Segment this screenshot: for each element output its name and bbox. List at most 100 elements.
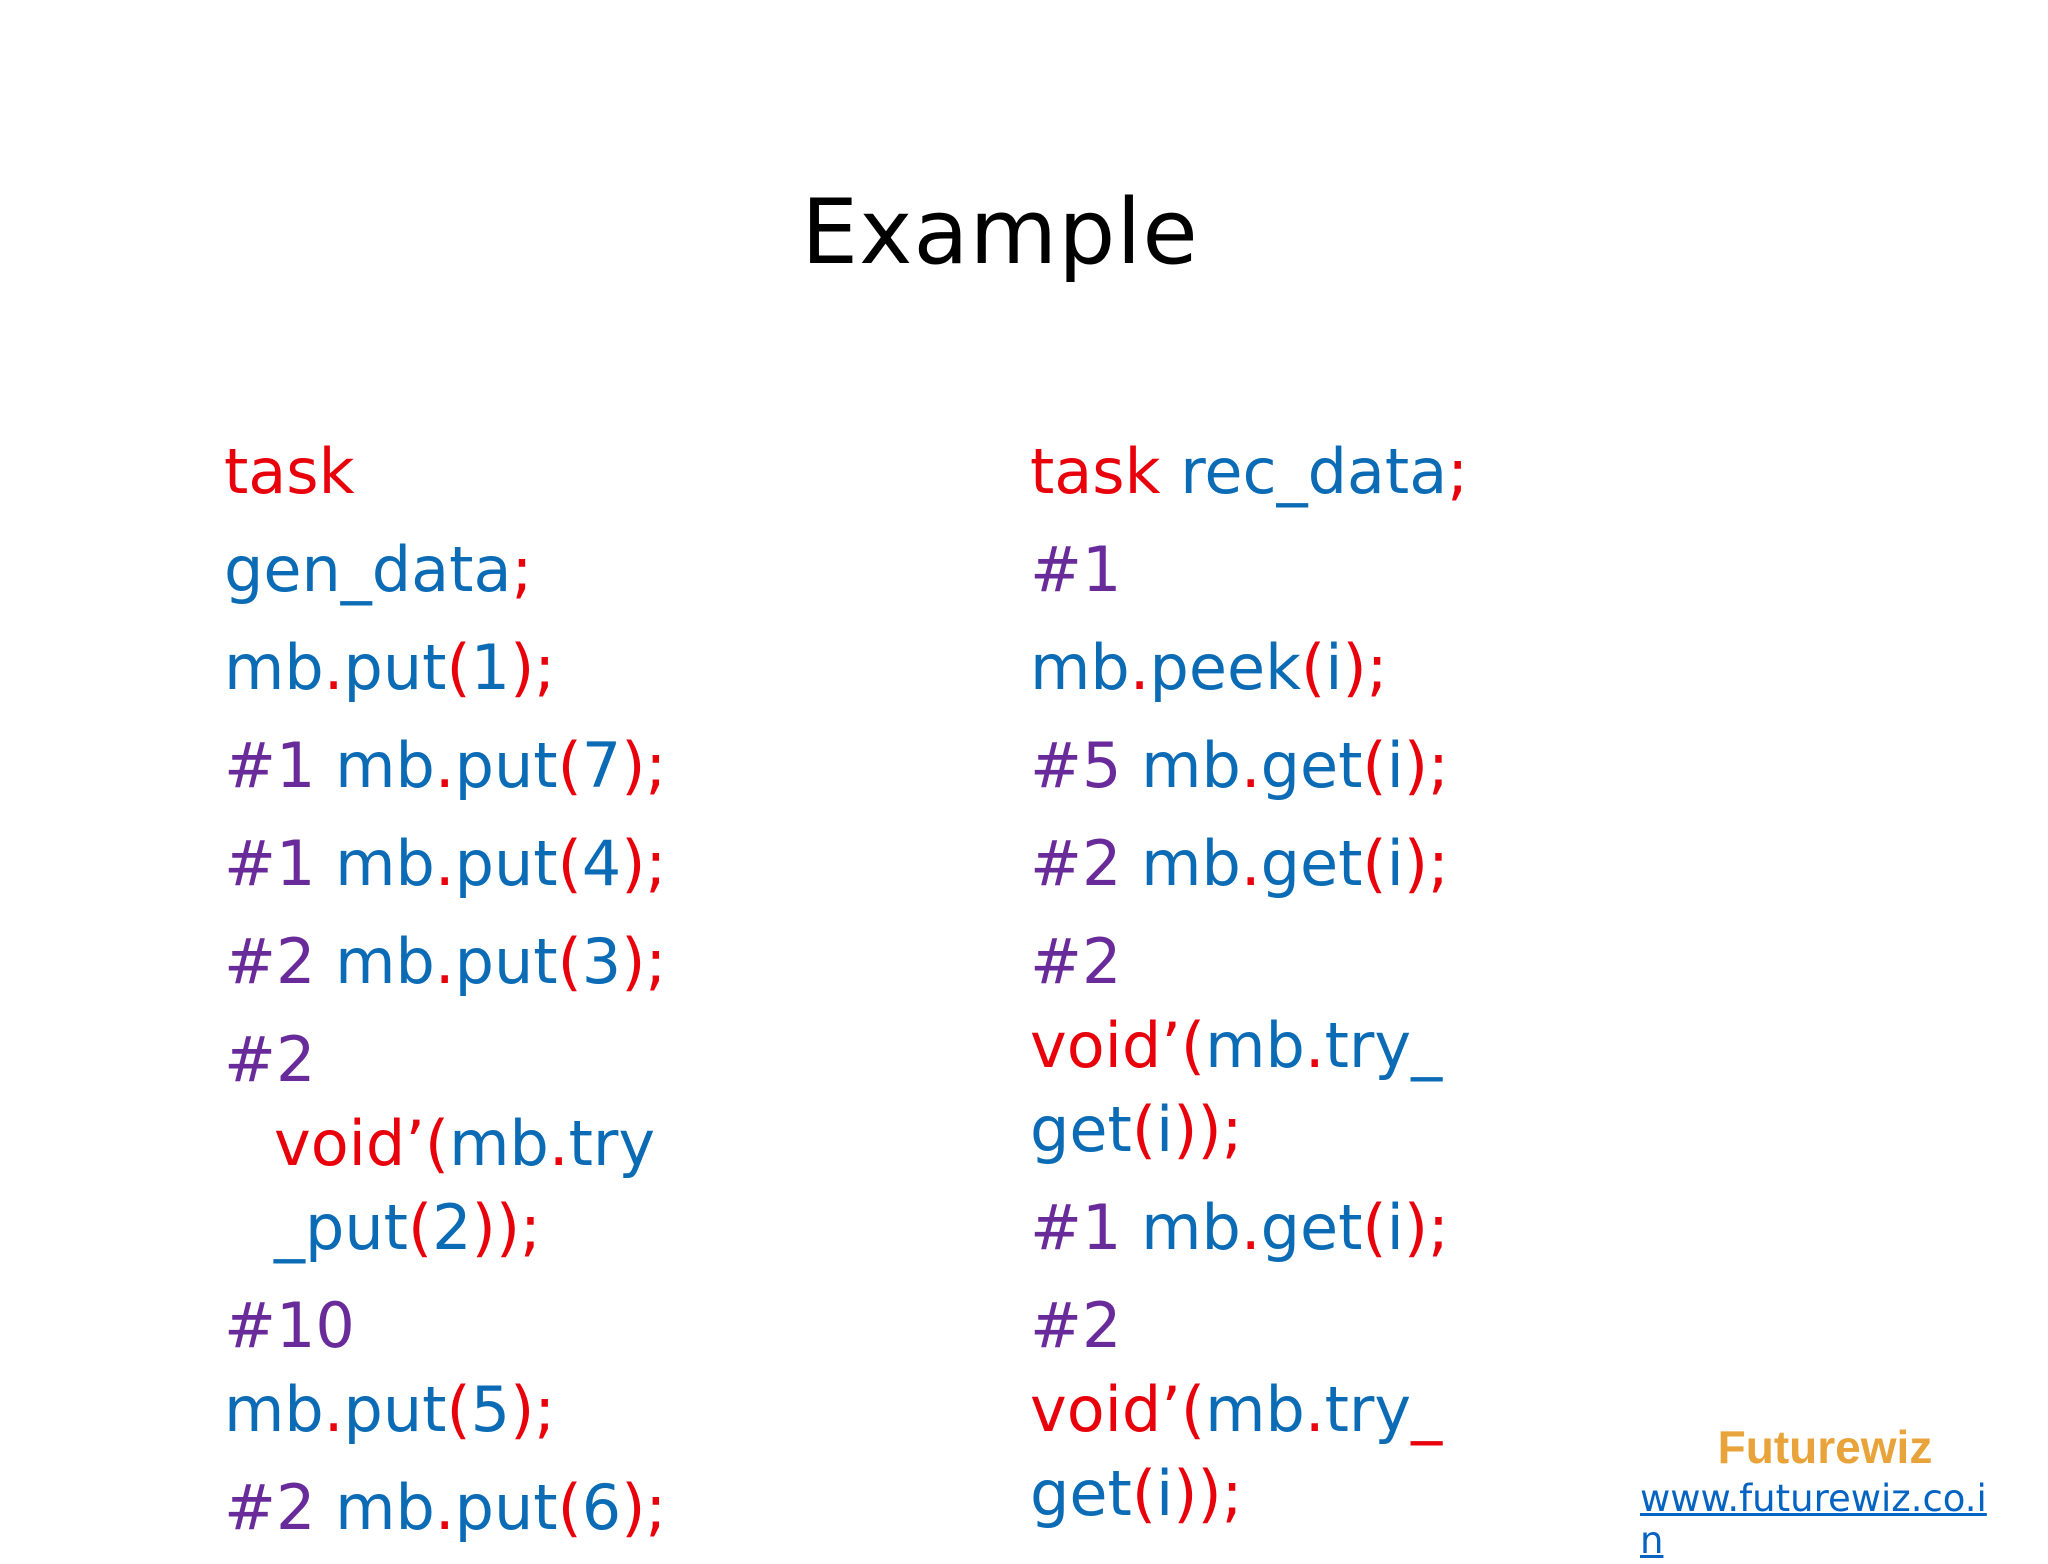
code-token: i (1386, 729, 1404, 802)
code-statement: task rec_data; (1030, 430, 1500, 514)
code-token: ( (557, 1471, 582, 1544)
code-token: #2 (1030, 1289, 1122, 1362)
code-token: ); (510, 1373, 556, 1446)
code-token: try (1324, 1373, 1412, 1446)
code-token: #1 (1030, 1191, 1142, 1264)
code-token: . (548, 1107, 569, 1180)
code-statement: #2 mb.get(i); (1030, 822, 1500, 906)
code-token: mb (224, 631, 324, 704)
code-token: . (323, 631, 344, 704)
code-line: #1 mb.get(i); (1030, 1186, 1500, 1270)
code-token: . (1240, 1191, 1261, 1264)
code-token: ); (1342, 631, 1388, 704)
code-token: . (1240, 729, 1261, 802)
code-token: ); (1403, 827, 1449, 900)
code-token: mb (1141, 729, 1241, 802)
futurewiz-logo: Futurewiz (1717, 1421, 1933, 1473)
code-token: #5 (1030, 729, 1142, 802)
code-line: #2 (224, 1018, 694, 1102)
code-token: )); (471, 1191, 541, 1264)
code-statement: task (224, 430, 694, 514)
code-token: ( (1362, 1191, 1387, 1264)
code-token: . (434, 1471, 455, 1544)
code-token: ); (1403, 1191, 1449, 1264)
code-line: void’(mb.try (224, 1102, 694, 1186)
code-line: #1 (1030, 528, 1500, 612)
code-token: mb (1141, 827, 1241, 900)
code-token: put (343, 1373, 447, 1446)
code-token: 2 (432, 1191, 472, 1264)
code-token: #2 (224, 1023, 316, 1096)
code-token: ); (1403, 729, 1449, 802)
code-token: 1 (470, 631, 511, 704)
code-line: void’(mb.try_ (1030, 1004, 1500, 1088)
code-statement: #1 mb.get(i); (1030, 1186, 1500, 1270)
code-token: #2 (224, 1471, 336, 1544)
code-statement: #1 mb.put(7); (224, 724, 694, 808)
code-line: #1 mb.put(4); (224, 822, 694, 906)
code-token: ( (1362, 827, 1387, 900)
code-token: task (1030, 435, 1181, 508)
code-token: #2 (1030, 925, 1122, 998)
website-link[interactable]: www.futurewiz.co.in (1640, 1477, 1987, 1562)
code-token: get (1260, 729, 1363, 802)
code-token: mb (1205, 1009, 1305, 1082)
code-token: . (323, 1373, 344, 1446)
code-token: #2 (1030, 827, 1142, 900)
code-token: put (454, 1471, 558, 1544)
code-token: ); (621, 729, 667, 802)
code-token: put (454, 729, 558, 802)
code-token: )); (1173, 1093, 1243, 1166)
code-line: #2 mb.put(6); (224, 1466, 694, 1550)
code-statement: gen_data; (224, 528, 694, 612)
code-token: mb (1030, 631, 1130, 704)
code-line: #10 (224, 1284, 694, 1368)
code-token: mb (335, 827, 435, 900)
code-line: _put(2)); (224, 1186, 694, 1270)
code-token: i (1156, 1457, 1174, 1530)
code-token: get (1260, 1191, 1363, 1264)
code-token: ( (557, 925, 582, 998)
code-token: ( (446, 631, 471, 704)
code-statement: mb.peek(i); (1030, 626, 1500, 710)
code-token: void’( (1030, 1009, 1206, 1082)
code-statement: #2 mb.put(6); (224, 1466, 694, 1550)
code-line: #2 mb.get(i); (1030, 822, 1500, 906)
code-token: ( (407, 1191, 433, 1264)
code-token: _ (1411, 1373, 1443, 1446)
code-token: rec_data (1180, 435, 1448, 508)
code-token: get (1260, 827, 1363, 900)
code-token: task (224, 435, 355, 508)
code-token: #1 (224, 729, 336, 802)
code-token: . (1304, 1373, 1325, 1446)
code-token: i (1156, 1093, 1174, 1166)
code-token: void’( (1030, 1373, 1206, 1446)
code-token: mb (224, 1373, 324, 1446)
code-token: ( (1362, 729, 1387, 802)
code-line: mb.peek(i); (1030, 626, 1500, 710)
code-token: ); (621, 925, 667, 998)
code-token: . (1240, 827, 1261, 900)
code-token: )); (1173, 1457, 1243, 1530)
code-token: get (1030, 1093, 1132, 1166)
code-token: get (1030, 1457, 1132, 1530)
code-line: mb.put(5); (224, 1368, 694, 1452)
code-token: ); (510, 631, 556, 704)
code-statement: #2 mb.put(3); (224, 920, 694, 1004)
code-line: #5 mb.get(i); (1030, 724, 1500, 808)
code-line: #2 (1030, 1284, 1500, 1368)
code-token: . (1304, 1009, 1325, 1082)
code-statement: #5 mb.get(i); (1030, 724, 1500, 808)
code-line: gen_data; (224, 528, 694, 612)
code-line: task rec_data; (1030, 430, 1500, 514)
code-token: ( (1131, 1093, 1157, 1166)
code-token: mb (335, 729, 435, 802)
code-token: peek (1149, 631, 1302, 704)
code-token: put (454, 827, 558, 900)
code-token: . (434, 827, 455, 900)
code-line: mb.put(1); (224, 626, 694, 710)
code-token: #10 (224, 1289, 355, 1362)
